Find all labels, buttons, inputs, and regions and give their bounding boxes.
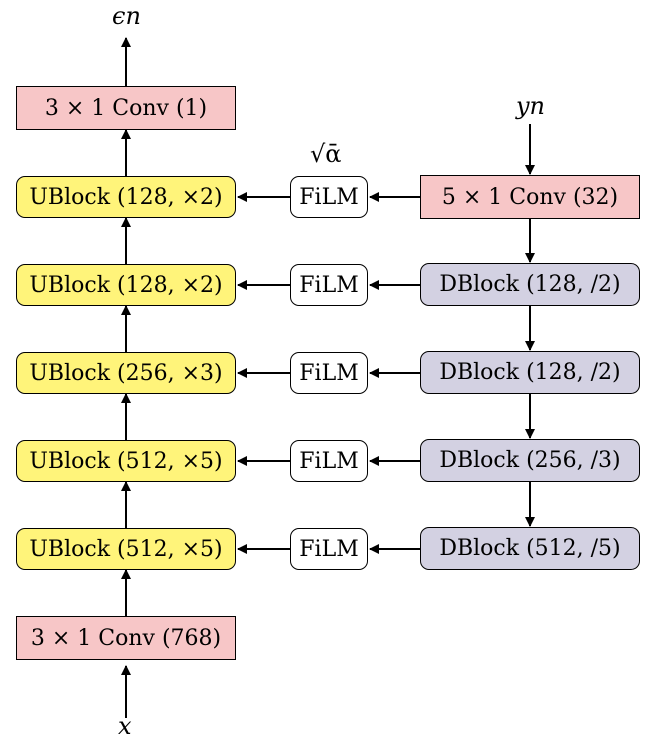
output-label: ϵn — [112, 2, 141, 30]
ublock-2: UBlock (128, ×2) — [16, 264, 236, 306]
film-4: FiLM — [290, 440, 368, 482]
film-1: FiLM — [290, 176, 368, 218]
noise-level-label: √ᾱ — [310, 140, 342, 168]
dblock-2: DBlock (128, /2) — [420, 351, 640, 394]
dblock-1: DBlock (128, /2) — [420, 263, 640, 306]
ublock-3: UBlock (256, ×3) — [16, 352, 236, 394]
film-2: FiLM — [290, 264, 368, 306]
film-5: FiLM — [290, 528, 368, 570]
ublock-1: UBlock (128, ×2) — [16, 176, 236, 218]
ublock-5: UBlock (512, ×5) — [16, 528, 236, 570]
right-top-conv: 5 × 1 Conv (32) — [420, 175, 640, 219]
left-top-conv: 3 × 1 Conv (1) — [16, 86, 236, 130]
ublock-4: UBlock (512, ×5) — [16, 440, 236, 482]
input-label: x — [118, 712, 132, 740]
dblock-4: DBlock (512, /5) — [420, 527, 640, 570]
film-3: FiLM — [290, 352, 368, 394]
condition-label: yn — [516, 92, 546, 120]
dblock-3: DBlock (256, /3) — [420, 439, 640, 482]
left-bottom-conv: 3 × 1 Conv (768) — [16, 616, 236, 660]
